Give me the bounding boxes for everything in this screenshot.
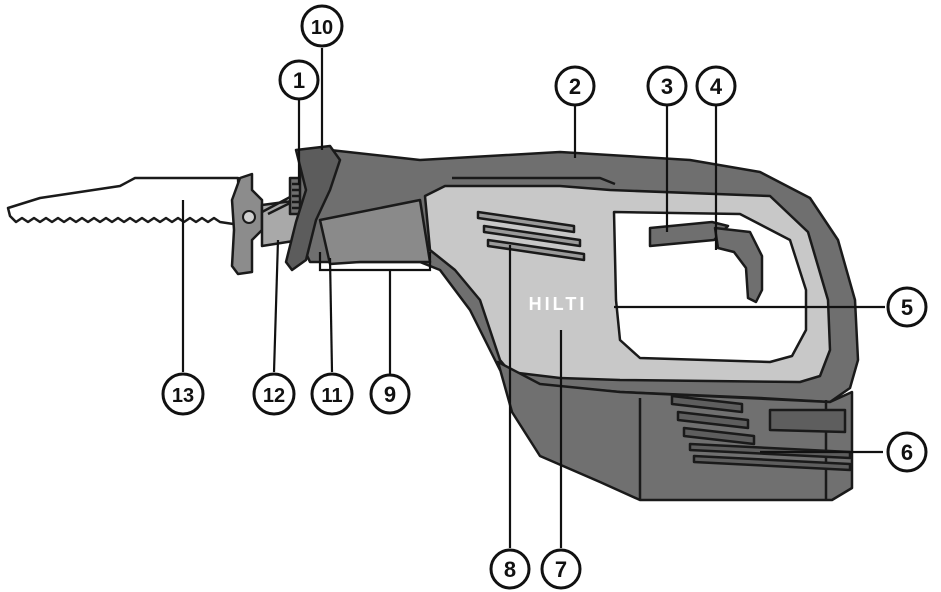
svg-text:2: 2 [569, 74, 581, 99]
svg-text:11: 11 [321, 385, 342, 407]
svg-text:1: 1 [293, 68, 305, 93]
callout-8: 8 [489, 548, 531, 590]
callout-4: 4 [695, 65, 737, 107]
svg-text:9: 9 [384, 382, 396, 407]
blade-clamp [230, 172, 264, 276]
svg-text:13: 13 [172, 385, 194, 407]
front-grip [284, 144, 432, 272]
svg-text:10: 10 [311, 17, 333, 39]
callout-3: 3 [646, 65, 688, 107]
leader-11 [328, 257, 334, 373]
svg-text:6: 6 [901, 440, 913, 465]
callout-2: 2 [554, 65, 596, 107]
saw-blade [6, 176, 242, 227]
callout-11: 11 [310, 372, 354, 416]
callout-13: 13 [161, 372, 205, 416]
svg-text:8: 8 [504, 557, 516, 582]
ventilation-slots [476, 210, 586, 262]
callout-10: 10 [300, 4, 344, 48]
trigger-switch [648, 220, 764, 304]
svg-text:7: 7 [555, 557, 567, 582]
callouts: 1 2 3 4 5 6 7 8 [161, 4, 928, 590]
callout-1: 1 [278, 59, 320, 101]
svg-text:3: 3 [661, 74, 673, 99]
callout-5: 5 [886, 286, 928, 328]
hilti-logo: HILTI [529, 294, 588, 314]
side-cover [423, 176, 832, 384]
svg-text:5: 5 [901, 295, 913, 320]
callout-9: 9 [369, 373, 411, 415]
svg-text:4: 4 [710, 74, 723, 99]
callout-12: 12 [252, 372, 296, 416]
callout-6: 6 [886, 431, 928, 473]
svg-text:12: 12 [263, 385, 285, 407]
callout-7: 7 [540, 548, 582, 590]
leader-lines [181, 48, 885, 548]
leader-12 [272, 239, 280, 373]
leader-9 [318, 252, 432, 375]
logo-text: HILTI [529, 294, 588, 314]
